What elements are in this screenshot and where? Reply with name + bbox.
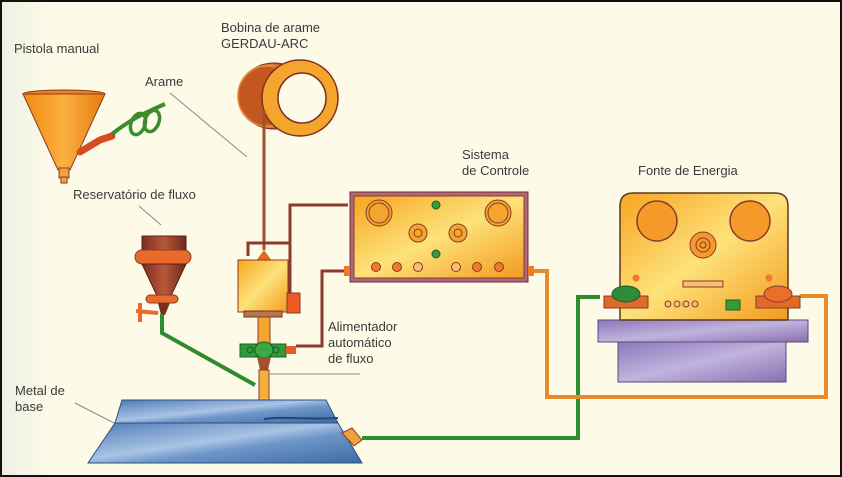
label-metal-line2: base (15, 399, 44, 414)
label-arame: Arame (145, 74, 184, 89)
control-system-icon (344, 191, 534, 283)
leader-lines (74, 92, 360, 426)
label-metal-line1: Metal de (15, 383, 65, 398)
label-fonte-energia: Fonte de Energia (638, 163, 738, 178)
manual-gun-icon (22, 89, 166, 184)
leader-arame (169, 92, 248, 158)
label-alimentador-line2: automático (328, 335, 392, 350)
flux-hopper-icon (134, 235, 256, 387)
label-reservatorio: Reservatório de fluxo (73, 187, 196, 202)
ground-cable (341, 295, 600, 447)
label-pistola-manual: Pistola manual (14, 41, 100, 56)
label-bobina-line1: Bobina de arame (221, 20, 321, 35)
wire-feeder-icon (237, 250, 301, 420)
label-sistema-line1: Sistema (462, 147, 509, 162)
wire-coil-icon (237, 59, 339, 250)
base-metal-icon (87, 399, 363, 464)
control-wires (246, 203, 348, 348)
power-source-icon (597, 192, 809, 383)
leader-reservatorio (138, 205, 162, 226)
power-cable (530, 269, 828, 399)
label-bobina-line2: GERDAU-ARC (221, 36, 309, 51)
leader-metal (74, 402, 119, 426)
label-alimentador-line1: Alimentador (328, 319, 398, 334)
label-alimentador-line3: de fluxo (328, 351, 374, 366)
label-sistema-line2: de Controle (462, 163, 530, 178)
